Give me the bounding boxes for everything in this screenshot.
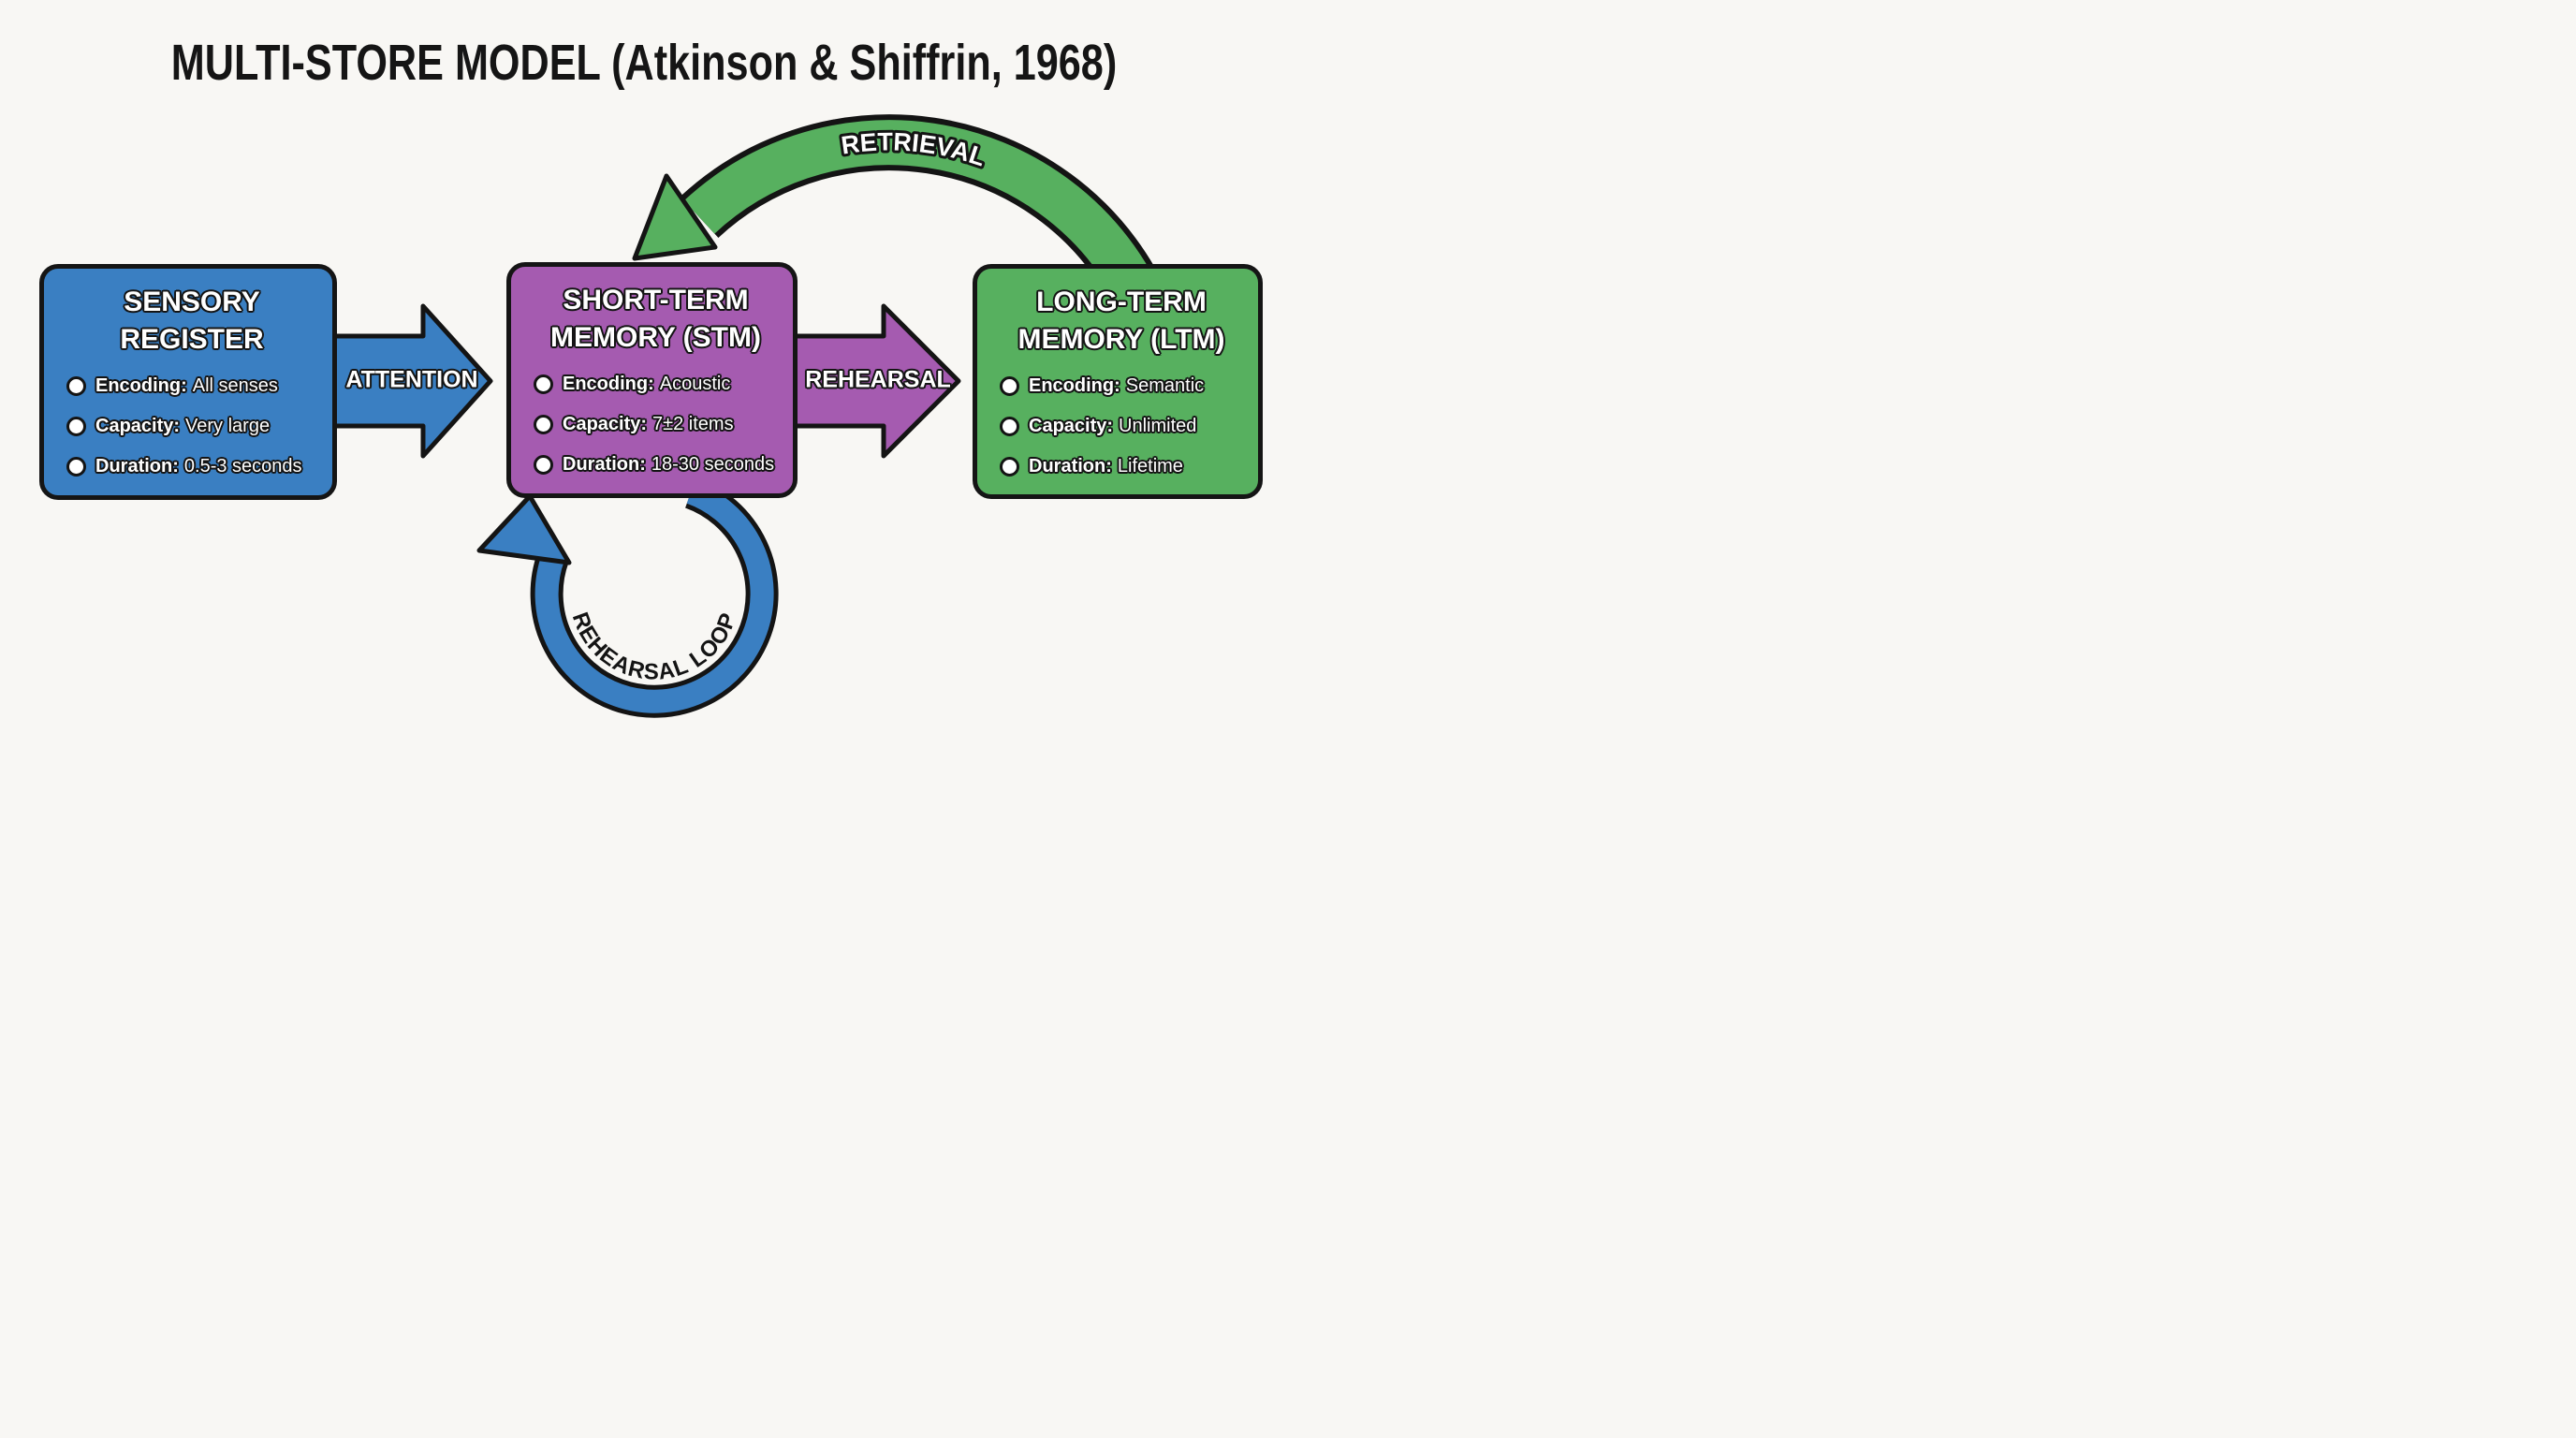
bullet-value: 7±2 items [652, 414, 734, 434]
short-term-memory-title: SHORT-TERM MEMORY (STM) [534, 282, 778, 357]
bullet-dot-icon [534, 415, 553, 434]
short-term-memory-title-line2: MEMORY (STM) [550, 322, 761, 353]
long-term-memory-box: LONG-TERM MEMORY (LTM) Encoding:Semantic… [973, 264, 1263, 499]
retrieval-arc [683, 120, 1150, 294]
attention-arrow-icon [330, 303, 493, 459]
short-term-memory-title-line1: SHORT-TERM [563, 285, 749, 315]
bullet-label: Encoding: [95, 375, 187, 396]
bullet-value: 0.5-3 seconds [183, 456, 302, 477]
retrieval-arrowhead-icon [632, 173, 718, 261]
multi-store-model-diagram: RETRIEVAL REHEARSAL LOOP MULTI-STORE MOD… [0, 0, 1288, 719]
bullet-value: Acoustic [659, 374, 731, 394]
list-item: Capacity:Unlimited [1000, 416, 1243, 437]
bullet-label: Capacity: [563, 414, 648, 434]
list-item: Duration:18-30 seconds [534, 454, 778, 476]
bullet-value: All senses [192, 375, 278, 396]
bullet-dot-icon [534, 374, 553, 394]
bullet-label: Duration: [563, 454, 646, 475]
bullet-value: Unlimited [1119, 416, 1197, 436]
sensory-register-title-line2: REGISTER [120, 324, 264, 355]
rehearsal-loop-arrowhead-icon [476, 493, 572, 565]
bullet-label: Capacity: [95, 416, 181, 436]
bullet-dot-icon [1000, 417, 1019, 436]
bullet-value: Very large [185, 416, 271, 436]
list-item: Duration:0.5-3 seconds [66, 456, 317, 477]
long-term-memory-title-line1: LONG-TERM [1036, 286, 1207, 317]
list-item: Duration:Lifetime [1000, 456, 1243, 477]
arrows-layer: RETRIEVAL REHEARSAL LOOP [330, 114, 1155, 718]
attention-arrow-label: ATTENTION [345, 366, 478, 393]
long-term-memory-title: LONG-TERM MEMORY (LTM) [1000, 284, 1243, 359]
list-item: Encoding:All senses [66, 375, 317, 397]
long-term-memory-title-line2: MEMORY (LTM) [1017, 324, 1225, 355]
diagram-title: MULTI-STORE MODEL (Atkinson & Shiffrin, … [170, 35, 1118, 91]
bullet-dot-icon [1000, 457, 1019, 477]
bullet-value: Semantic [1125, 375, 1205, 396]
bullet-label: Encoding: [563, 374, 654, 394]
list-item: Capacity:Very large [66, 416, 317, 437]
rehearsal-arrow-icon [791, 303, 961, 459]
list-item: Encoding:Semantic [1000, 375, 1243, 397]
bullet-value: 18-30 seconds [651, 454, 775, 475]
bullet-dot-icon [66, 376, 86, 396]
bullet-label: Duration: [95, 456, 179, 477]
bullet-label: Encoding: [1029, 375, 1120, 396]
sensory-register-title: SENSORY REGISTER [66, 284, 317, 359]
bullet-label: Duration: [1029, 456, 1112, 477]
sensory-register-title-line1: SENSORY [124, 286, 260, 317]
rehearsal-arrow-label: REHEARSAL [805, 366, 951, 393]
bullet-value: Lifetime [1117, 456, 1183, 477]
bullet-dot-icon [66, 417, 86, 436]
rehearsal-loop-ring [534, 481, 774, 713]
bullet-dot-icon [1000, 376, 1019, 396]
short-term-memory-box: SHORT-TERM MEMORY (STM) Encoding:Acousti… [506, 262, 798, 498]
bullet-dot-icon [534, 455, 553, 475]
bullet-label: Capacity: [1029, 416, 1114, 436]
sensory-register-box: SENSORY REGISTER Encoding:All senses Cap… [39, 264, 337, 500]
bullet-dot-icon [66, 457, 86, 477]
list-item: Capacity:7±2 items [534, 414, 778, 435]
list-item: Encoding:Acoustic [534, 374, 778, 395]
